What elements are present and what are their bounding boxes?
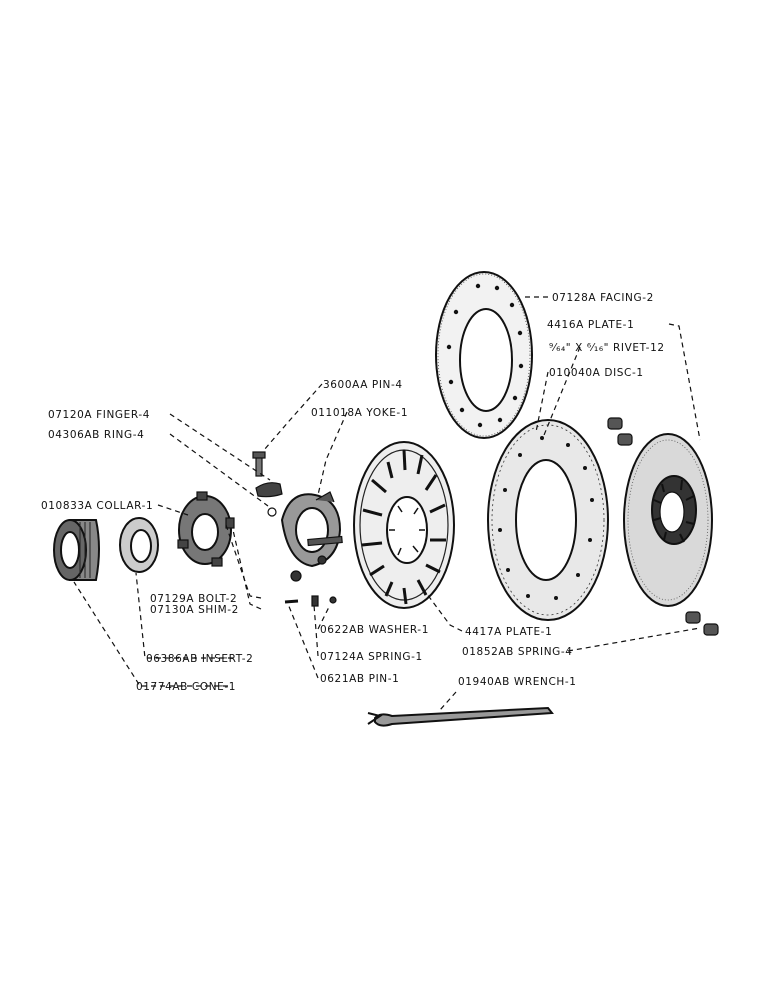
label-spring-1: 07124A SPRING-1	[320, 651, 423, 663]
label-shim: 07130A SHIM-2	[150, 604, 239, 616]
washer-part	[329, 596, 337, 604]
label-ring: 04306AB RING-4	[48, 429, 144, 441]
pin-1-part	[284, 599, 299, 604]
cone-part	[53, 519, 100, 581]
disc-part	[487, 419, 609, 621]
label-bolt: 07129A BOLT-2	[150, 593, 237, 605]
label-washer: 0622AB WASHER-1	[320, 624, 429, 636]
label-spring-4: 01852AB SPRING-4	[462, 646, 573, 658]
label-plate-4416a: 4416A PLATE-1	[547, 319, 634, 331]
label-yoke: 011018A YOKE-1	[311, 407, 408, 419]
facing-part	[435, 271, 533, 439]
label-facing: 07128A FACING-2	[552, 292, 654, 304]
finger-4-part	[255, 482, 283, 498]
plate-4417a-part	[353, 441, 455, 609]
label-pin-1: 0621AB PIN-1	[320, 673, 399, 685]
leader-lines	[73, 296, 701, 711]
spring-1-part	[311, 595, 319, 607]
label-cone: 01774AB CONE-1	[136, 681, 236, 693]
label-pin-4: 3600AA PIN-4	[323, 379, 403, 391]
insert-part	[119, 517, 159, 573]
wrench-part	[367, 706, 554, 727]
label-finger: 07120A FINGER-4	[48, 409, 150, 421]
ring-4-part	[267, 507, 277, 517]
label-insert: 06386AB INSERT-2	[146, 653, 253, 665]
label-rivet: ⁹⁄₆₄" X ⁶⁄₁₆" RIVET-12	[549, 342, 665, 354]
yoke-part	[280, 491, 343, 582]
plate-4416a-part	[623, 433, 713, 607]
label-plate-4417a: 4417A PLATE-1	[465, 626, 552, 638]
pin-4-part	[252, 451, 266, 477]
collar-part	[177, 491, 235, 567]
spring-4-parts	[607, 417, 719, 636]
label-disc: 010040A DISC-1	[549, 367, 644, 379]
label-wrench: 01940AB WRENCH-1	[458, 676, 577, 688]
label-collar: 010833A COLLAR-1	[41, 500, 153, 512]
